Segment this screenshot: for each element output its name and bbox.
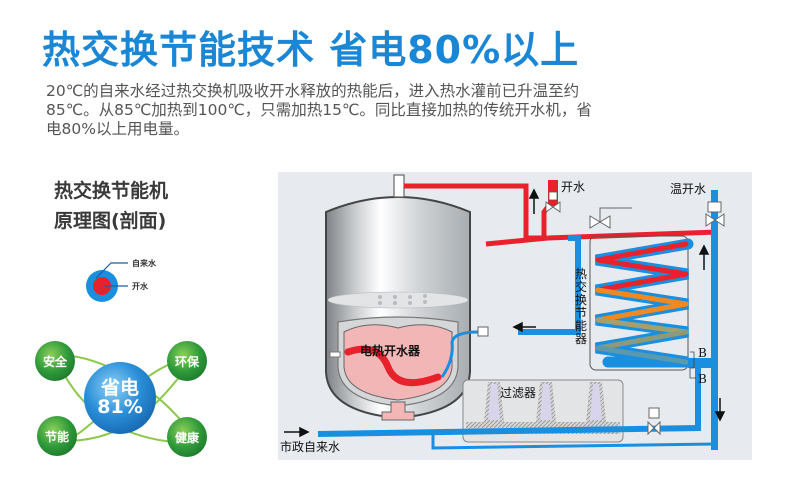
diagram-heading-line1: 热交换节能机 (54, 180, 169, 202)
benefit-circle-health (167, 417, 207, 457)
description-text: 20℃的自来水经过热交换机吸收开水释放的热能后，进入热水灌前已升温至约85℃。从… (46, 82, 592, 138)
benefit-circle-energy (37, 416, 77, 456)
benefit-label-health: 健康 (174, 431, 199, 445)
benefit-label-energy: 节能 (44, 430, 69, 444)
label-heat-exchanger: 热交换节能器 (574, 267, 587, 346)
page-title: 热交换节能技术 省电80%以上 (42, 28, 580, 72)
label-tap-water: 市政自来水 (280, 440, 341, 454)
savings-label: 省电 (100, 377, 139, 399)
legend-inner-circle (93, 277, 111, 295)
legend-inner-label: 开水 (132, 282, 148, 291)
savings-percent: 81% (97, 396, 143, 418)
label-hot-water: 开水 (561, 180, 586, 194)
label-section-b-bottom: B (698, 372, 707, 386)
legend-outer-leader (95, 262, 128, 279)
boiler-water (343, 324, 453, 401)
tap-water-pipe (317, 368, 716, 450)
warm-water-pipe (705, 190, 725, 450)
heating-element (344, 345, 442, 387)
cold-inlet-tube (440, 330, 479, 378)
pipe-legend: 自来水 开水 (80, 250, 200, 310)
inlet-valve (647, 420, 661, 436)
benefit-circle-eco (167, 341, 207, 381)
heat-exchange-schematic: 开水 温开水 热交换节能器 电热开水器 过滤器 市政自来水 B B (278, 172, 752, 460)
benefit-circle-safety (35, 341, 75, 381)
heat-exchanger (518, 235, 712, 371)
boiler-tank (325, 174, 489, 421)
benefits-graphic: 省电 81% 安全 环保 节能 健康 (25, 333, 225, 468)
label-filter: 过滤器 (500, 386, 537, 400)
legend-outer-label: 自来水 (132, 259, 156, 268)
savings-center-circle (84, 362, 156, 434)
label-section-b-top: B (698, 346, 707, 360)
hot-water-valve (545, 201, 561, 213)
flow-arrow (284, 188, 726, 438)
diagram-heading-line2: 原理图(剖面) (54, 210, 167, 232)
label-warm-water: 温开水 (670, 182, 707, 196)
benefit-label-safety: 安全 (42, 355, 67, 369)
label-boiler: 电热开水器 (360, 344, 421, 358)
benefit-label-eco: 环保 (174, 355, 199, 369)
